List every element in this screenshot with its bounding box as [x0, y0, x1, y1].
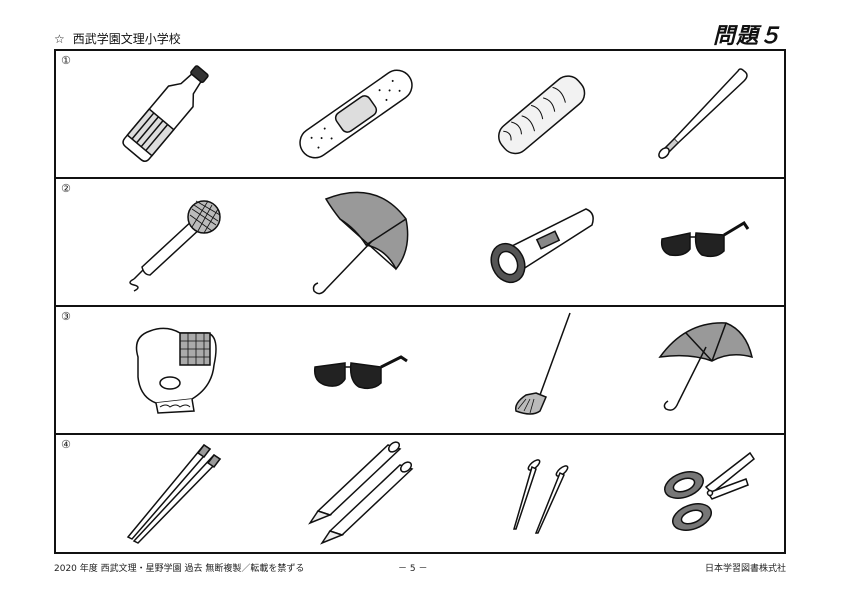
pencils-icon[interactable] [296, 435, 426, 552]
baseball-glove-icon[interactable] [116, 307, 226, 433]
bottle-icon[interactable] [106, 51, 226, 177]
school-header: ☆ 西武学園文理小学校 [54, 30, 181, 47]
problem-frame: ① [54, 49, 786, 554]
row-2: ② [56, 179, 784, 307]
footer-left: 2020 年度 西武文理・星野学園 過去 無断複製／転載を禁ずる [54, 564, 305, 574]
scissors-icon[interactable] [646, 435, 766, 552]
sunglasses-icon[interactable] [301, 307, 421, 433]
footer-page-number: － 5 － [398, 564, 428, 574]
baseball-bat-icon[interactable] [646, 51, 756, 177]
chopsticks-icon[interactable] [116, 435, 226, 552]
star-icon: ☆ [54, 32, 65, 46]
umbrella-icon[interactable] [646, 307, 766, 433]
bandage-icon[interactable] [281, 51, 431, 177]
row-number: ③ [61, 310, 71, 323]
row-number: ④ [61, 438, 71, 451]
school-name: 西武学園文理小学校 [72, 32, 181, 46]
nails-icon[interactable] [486, 435, 586, 552]
footer-publisher: 日本学習図書株式社 [704, 564, 786, 574]
row-number: ① [61, 54, 71, 67]
problem-title: 問題５ [712, 24, 782, 49]
broom-icon[interactable] [496, 307, 596, 433]
umbrella-icon[interactable] [296, 179, 426, 305]
flashlight-icon[interactable] [476, 179, 606, 305]
sunglasses-icon[interactable] [646, 179, 756, 305]
row-3: ③ [56, 307, 784, 435]
row-1: ① [56, 51, 784, 179]
roller-icon[interactable] [481, 51, 601, 177]
row-4: ④ [56, 435, 784, 552]
row-number: ② [61, 182, 71, 195]
microphone-icon[interactable] [116, 179, 226, 305]
